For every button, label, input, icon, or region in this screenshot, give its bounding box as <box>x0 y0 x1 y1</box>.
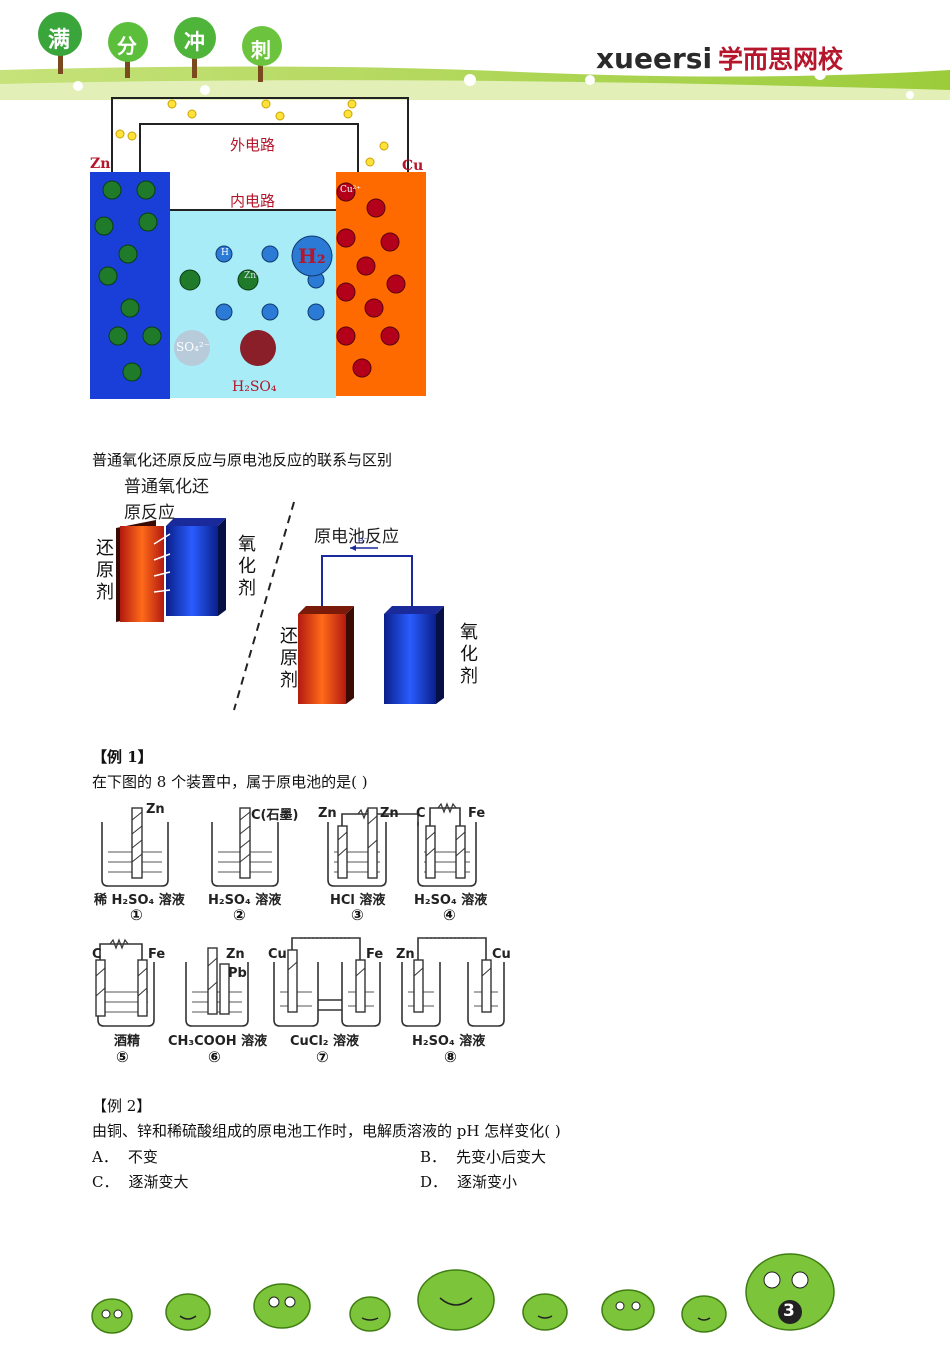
option-c[interactable]: C． 逐渐变大 <box>92 1171 189 1192</box>
app6-electrode-left: Zn <box>226 947 245 962</box>
zinc-electrode-label: Zn <box>90 156 111 172</box>
option-a-key: A． <box>92 1148 118 1166</box>
tree-1 <box>38 12 82 74</box>
sulfate-ion-label: SO₄²⁻ <box>176 340 211 354</box>
option-a-text: 不变 <box>127 1148 158 1166</box>
option-c-key: C． <box>92 1173 119 1191</box>
example1-tag: 【例 1】 <box>92 748 153 766</box>
option-a[interactable]: A． 不变 <box>92 1146 158 1167</box>
redox-comparison-figure: 普通氧化还 原反应 原电池反应 e⁻ 还原剂 氧化剂 还原剂 氧化剂 <box>88 470 488 715</box>
app4-electrode-left: C <box>416 806 426 821</box>
option-c-text: 逐渐变大 <box>128 1173 189 1191</box>
app8-electrode-right: Cu <box>492 947 511 962</box>
option-d[interactable]: D． 逐渐变小 <box>420 1171 517 1192</box>
app4-number: ④ <box>443 906 456 924</box>
option-b-key: B． <box>420 1148 447 1166</box>
option-b[interactable]: B． 先变小后变大 <box>420 1146 546 1167</box>
page-number: 3 <box>783 1301 795 1321</box>
app3-solution-label: HCl 溶液 <box>330 893 386 908</box>
app6-number: ⑥ <box>208 1048 221 1066</box>
zinc-ion-label: Zn²⁺ <box>244 271 265 281</box>
example1-question: 在下图的 8 个装置中，属于原电池的是( ) <box>92 773 368 791</box>
comparison-caption: 普通氧化还原反应与原电池反应的联系与区别 <box>92 451 393 469</box>
app4-solution-label: H₂SO₄ 溶液 <box>414 893 488 908</box>
right-reductant-label: 还原剂 <box>277 626 298 692</box>
app2-electrode: C(石墨) <box>251 808 299 823</box>
app2-solution-label: H₂SO₄ 溶液 <box>208 893 282 908</box>
option-b-text: 先变小后变大 <box>456 1148 547 1166</box>
app8-number: ⑧ <box>444 1048 457 1066</box>
left-reductant-label: 还原剂 <box>93 538 114 604</box>
hydrogen-gas-label: H₂ <box>298 244 326 268</box>
app3-number: ③ <box>351 906 364 924</box>
banner-char-2: 分 <box>117 34 137 58</box>
app7-electrode-left: Cu <box>268 947 287 962</box>
app6-solution-label: CH₃COOH 溶液 <box>168 1034 268 1049</box>
app2-number: ② <box>233 906 246 924</box>
app8-solution-label: H₂SO₄ 溶液 <box>412 1034 486 1049</box>
apple-faces-decoration <box>91 1253 835 1334</box>
header-banner <box>0 0 950 100</box>
brand-chinese: 学而思网校 <box>718 45 844 74</box>
tree-4 <box>242 26 282 82</box>
inner-circuit-label: 内电路 <box>230 192 276 210</box>
tree-2 <box>108 22 148 78</box>
brand-english: xueersi <box>596 42 713 75</box>
app5-solution-label: 酒精 <box>114 1034 141 1049</box>
apparatus-diagrams <box>95 802 505 1027</box>
app5-electrode-left: C <box>92 947 102 962</box>
banner-char-3: 冲 <box>184 30 205 54</box>
app6-electrode-right: Pb <box>228 966 247 981</box>
app3-electrode-left: Zn <box>318 806 337 821</box>
tree-3 <box>174 17 216 78</box>
app7-solution-label: CuCl₂ 溶液 <box>290 1034 360 1049</box>
apparatus-grid: Zn C(石墨) Zn Zn C Fe C Fe Zn Pb Cu Fe Zn … <box>90 800 511 1070</box>
banner-char-1: 满 <box>48 28 71 53</box>
option-d-text: 逐渐变小 <box>457 1173 518 1191</box>
example2-tag: 【例 2】 <box>92 1097 152 1115</box>
app1-number: ① <box>130 906 143 924</box>
app8-electrode-left: Zn <box>396 947 415 962</box>
electrolyte-label: H₂SO₄ <box>232 379 277 395</box>
galvanic-cell-figure: 外电路 内电路 Zn Cu H₂SO₄ H₂ Zn²⁺ Cu²⁺ H SO₄²⁻ <box>90 96 430 401</box>
outer-circuit-label: 外电路 <box>230 136 276 154</box>
footer-apples: 3 <box>0 1240 950 1344</box>
ordinary-redox-title-line2: 原反应 <box>124 503 175 523</box>
app1-solution-label: 稀 H₂SO₄ 溶液 <box>94 893 185 908</box>
ordinary-redox-title-line1: 普通氧化还 <box>124 477 209 497</box>
hydrogen-ion-label: H <box>221 248 229 258</box>
app4-electrode-right: Fe <box>468 806 486 821</box>
galvanic-reaction-title: 原电池反应 <box>314 527 399 547</box>
electron-label: e⁻ <box>358 536 369 546</box>
app7-electrode-right: Fe <box>366 947 384 962</box>
app1-electrode: Zn <box>146 802 165 817</box>
right-oxidant-label: 氧化剂 <box>457 622 478 688</box>
app3-electrode-right: Zn <box>380 806 399 821</box>
header-background <box>0 12 950 100</box>
app7-number: ⑦ <box>316 1048 329 1066</box>
option-d-key: D． <box>420 1173 448 1191</box>
banner-char-4: 刺 <box>251 38 271 62</box>
app5-number: ⑤ <box>116 1048 129 1066</box>
app5-electrode-right: Fe <box>148 947 166 962</box>
copper-ion-label: Cu²⁺ <box>340 185 362 195</box>
left-oxidant-label: 氧化剂 <box>235 534 256 600</box>
redox-comparison-diagram <box>116 501 444 711</box>
copper-electrode-label: Cu <box>402 158 424 174</box>
example2-question: 由铜、锌和稀硫酸组成的原电池工作时，电解质溶液的 pH 怎样变化( ) <box>92 1122 561 1140</box>
galvanic-cell-diagram <box>90 97 426 399</box>
